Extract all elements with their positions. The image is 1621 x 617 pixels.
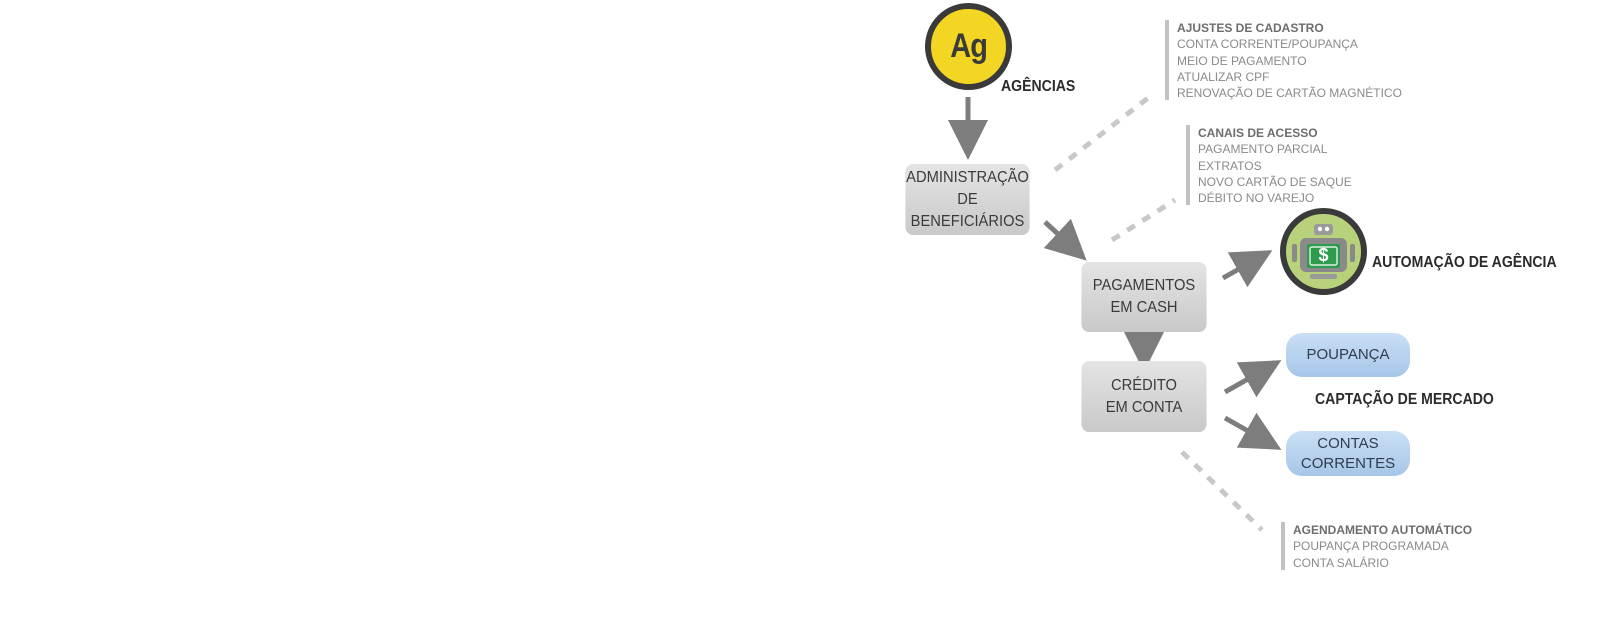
note-ajustes: AJUSTES DE CADASTRO CONTA CORRENTE/POUPA… — [1165, 20, 1402, 100]
note-item: POUPANÇA PROGRAMADA — [1293, 539, 1449, 554]
dash-to-ajustes — [1053, 96, 1150, 172]
agencias-icon-text: Ag — [950, 27, 988, 65]
credito-line2: EM CONTA — [1105, 398, 1183, 416]
credito-line1: CRÉDITO — [1111, 376, 1177, 394]
pagamentos-box: PAGAMENTOS EM CASH — [1081, 262, 1207, 332]
note-canais-title: CANAIS DE ACESSO — [1198, 126, 1318, 140]
note-item: MEIO DE PAGAMENTO — [1177, 53, 1307, 68]
arrow-credito-to-contas — [1223, 412, 1282, 450]
dash-to-canais — [1110, 197, 1177, 243]
note-agendamento: AGENDAMENTO AUTOMÁTICO POUPANÇA PROGRAMA… — [1281, 522, 1472, 570]
note-item: CONTA SALÁRIO — [1293, 555, 1389, 570]
note-item: ATUALIZAR CPF — [1177, 69, 1270, 84]
credito-box: CRÉDITO EM CONTA — [1081, 361, 1207, 432]
administracao-line2: DE BENEFICIÁRIOS — [910, 190, 1025, 230]
money-symbol: $ — [1318, 245, 1329, 265]
note-agendamento-title: AGENDAMENTO AUTOMÁTICO — [1293, 523, 1473, 537]
pagamentos-line1: PAGAMENTOS — [1092, 277, 1196, 294]
robot-atm-icon-graphic — [1292, 224, 1355, 279]
poupanca-pill: POUPANÇA — [1286, 333, 1410, 377]
pagamentos-line2: EM CASH — [1110, 299, 1178, 316]
arrow-credito-to-poupanca — [1223, 360, 1282, 398]
contas-line1: CONTAS — [1317, 434, 1379, 452]
contas-pill: CONTAS CORRENTES — [1286, 431, 1410, 476]
contas-line2: CORRENTES — [1300, 454, 1396, 472]
arrow-administracao-to-pagamentos — [1043, 218, 1087, 261]
note-item: NOVO CARTÃO DE SAQUE — [1198, 174, 1352, 189]
robot-atm-icon: $ — [1280, 208, 1367, 295]
note-item: EXTRATOS — [1198, 158, 1262, 173]
dash-to-agendamento — [1180, 450, 1264, 532]
automacao-label: AUTOMAÇÃO DE AGÊNCIA — [1372, 254, 1557, 271]
administracao-line1: ADMINISTRAÇÃO — [906, 168, 1029, 186]
note-item: CONTA CORRENTE/POUPANÇA — [1177, 37, 1358, 52]
agencias-label: AGÊNCIAS — [1001, 78, 1076, 95]
arrow-pagamentos-to-automacao — [1221, 250, 1273, 288]
agencias-icon: Ag — [925, 3, 1012, 90]
note-ajustes-title: AJUSTES DE CADASTRO — [1177, 21, 1324, 35]
administracao-box: ADMINISTRAÇÃO DE BENEFICIÁRIOS — [905, 164, 1030, 235]
poupanca-label: POUPANÇA — [1306, 346, 1390, 363]
captacao-label: CAPTAÇÃO DE MERCADO — [1315, 391, 1494, 408]
note-item: DÉBITO NO VAREJO — [1198, 191, 1315, 206]
note-item: PAGAMENTO PARCIAL — [1198, 142, 1328, 157]
note-canais: CANAIS DE ACESSO PAGAMENTO PARCIAL EXTRA… — [1186, 125, 1352, 205]
note-item: RENOVAÇÃO DE CARTÃO MAGNÉTICO — [1177, 86, 1402, 101]
